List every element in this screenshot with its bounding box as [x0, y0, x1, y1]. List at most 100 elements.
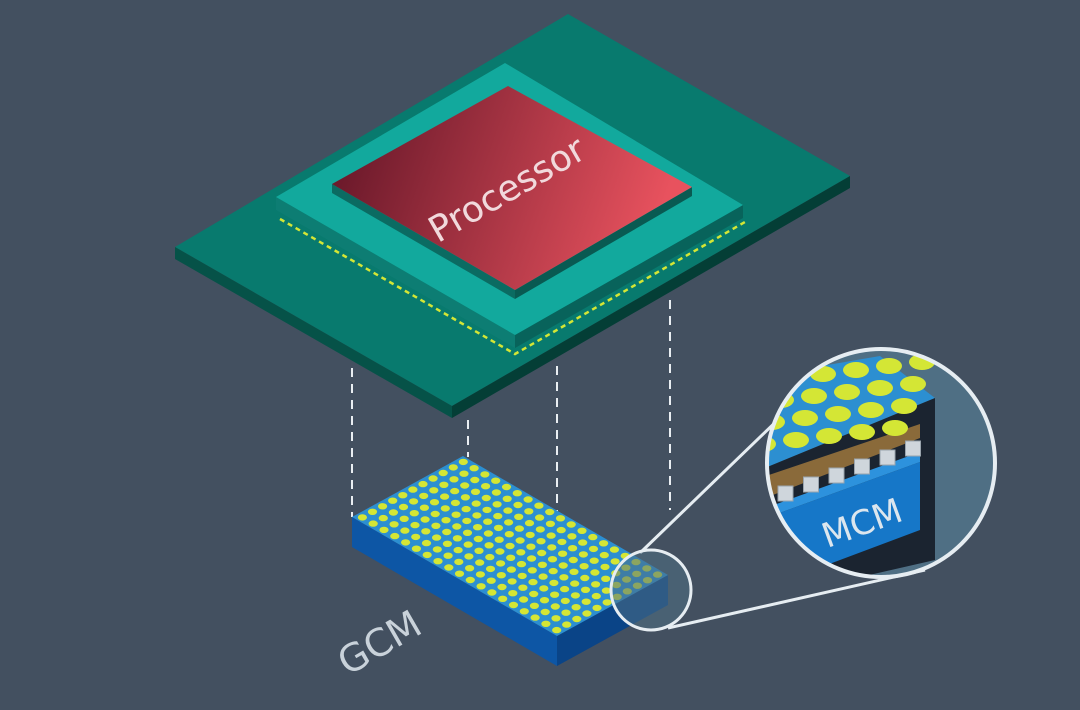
solder-ball: [541, 620, 551, 627]
solder-ball: [581, 598, 591, 605]
solder-ball: [449, 476, 459, 483]
solder-ball: [580, 586, 591, 593]
zoom-pin: [905, 440, 921, 457]
solder-ball: [482, 506, 492, 514]
solder-ball: [558, 550, 568, 557]
solder-ball: [473, 535, 483, 543]
solder-ball: [512, 490, 522, 497]
solder-ball: [527, 555, 537, 562]
solder-ball: [398, 492, 408, 499]
gcm-left-side: [352, 517, 557, 666]
solder-ball: [400, 527, 410, 534]
solder-ball: [484, 542, 494, 549]
solder-ball: [560, 585, 570, 593]
solder-ball: [460, 494, 470, 501]
solder-ball: [567, 533, 577, 540]
solder-ball: [568, 556, 578, 564]
solder-ball: [481, 494, 491, 502]
solder-ball: [503, 507, 513, 514]
solder-ball: [568, 545, 578, 552]
solder-ball: [464, 553, 474, 560]
solder-ball: [439, 481, 449, 488]
zoom-detail: MCM: [765, 347, 997, 579]
solder-ball: [428, 475, 438, 482]
frame-left-side: [276, 197, 515, 348]
solder-ball: [481, 483, 491, 490]
zoom-source-circle: [609, 548, 693, 632]
solder-ball: [602, 599, 612, 606]
solder-ball: [408, 486, 418, 493]
solder-ball: [493, 524, 504, 532]
solder-ball: [572, 615, 582, 623]
solder-ball: [582, 610, 592, 617]
solder-ball: [579, 563, 589, 570]
solder-ball: [462, 529, 473, 536]
solder-ball: [610, 558, 620, 565]
zoom-solder-ball: [882, 420, 908, 436]
solder-ball: [433, 558, 443, 565]
solder-ball: [451, 511, 461, 518]
solder-ball: [431, 522, 441, 529]
zoom-solder-ball: [858, 402, 884, 418]
solder-ball: [486, 577, 496, 584]
solder-ball: [514, 513, 524, 520]
solder-ball: [430, 510, 440, 518]
solder-ball: [483, 518, 493, 525]
solder-ball: [442, 528, 452, 536]
solder-ball: [539, 585, 549, 592]
processor-die: Processor: [332, 86, 692, 299]
gcm-label: GCM: [330, 601, 429, 683]
solder-ball: [442, 540, 452, 547]
solder-ball: [547, 544, 557, 551]
solder-ball: [487, 589, 497, 596]
solder-ball: [485, 565, 496, 573]
solder-ball: [491, 477, 501, 484]
solder-ball: [389, 521, 399, 528]
solder-ball: [545, 508, 555, 516]
solder-ball: [551, 615, 561, 622]
solder-ball: [536, 538, 546, 545]
solder-ball: [368, 520, 378, 527]
solder-ball: [592, 604, 602, 612]
solder-ball: [388, 497, 398, 504]
solder-ball: [429, 499, 440, 506]
solder-ball: [420, 516, 430, 523]
solder-ball: [561, 609, 571, 616]
solder-ball: [514, 525, 525, 532]
solder-ball: [562, 621, 572, 628]
solder-ball: [459, 470, 469, 477]
zoom-solder-ball: [801, 388, 827, 404]
solder-ball: [540, 608, 550, 616]
solder-ball: [609, 546, 620, 553]
solder-ball: [507, 578, 517, 585]
solder-ball: [555, 515, 566, 522]
zoom-solder-ball: [792, 410, 818, 426]
solder-ball: [571, 604, 581, 611]
zoom-circle-ring: [765, 347, 997, 579]
solder-ball: [496, 560, 506, 567]
solder-ball: [599, 540, 609, 547]
zoom-pin: [854, 458, 870, 475]
solder-ball: [559, 574, 569, 581]
solder-ball: [441, 517, 451, 524]
zoom-mcm-top: [767, 452, 920, 520]
solder-ball: [552, 626, 562, 634]
solder-ball: [588, 545, 599, 553]
solder-ball: [580, 574, 590, 582]
zoom-pin: [803, 476, 819, 493]
solder-ball: [495, 548, 505, 555]
die-top: [332, 86, 692, 290]
solder-ball: [461, 505, 471, 513]
solder-ball: [515, 537, 525, 544]
solder-ball: [494, 536, 504, 543]
solder-ball: [529, 590, 539, 598]
zoom-solder-ball: [900, 376, 926, 392]
solder-ball: [518, 584, 528, 591]
solder-ball: [474, 547, 484, 554]
solder-ball: [357, 514, 367, 521]
zoom-solder-ball: [876, 358, 902, 374]
solder-ball: [440, 493, 450, 500]
solder-ball: [480, 471, 490, 478]
solder-ball: [550, 603, 560, 610]
solder-ball: [401, 539, 411, 546]
